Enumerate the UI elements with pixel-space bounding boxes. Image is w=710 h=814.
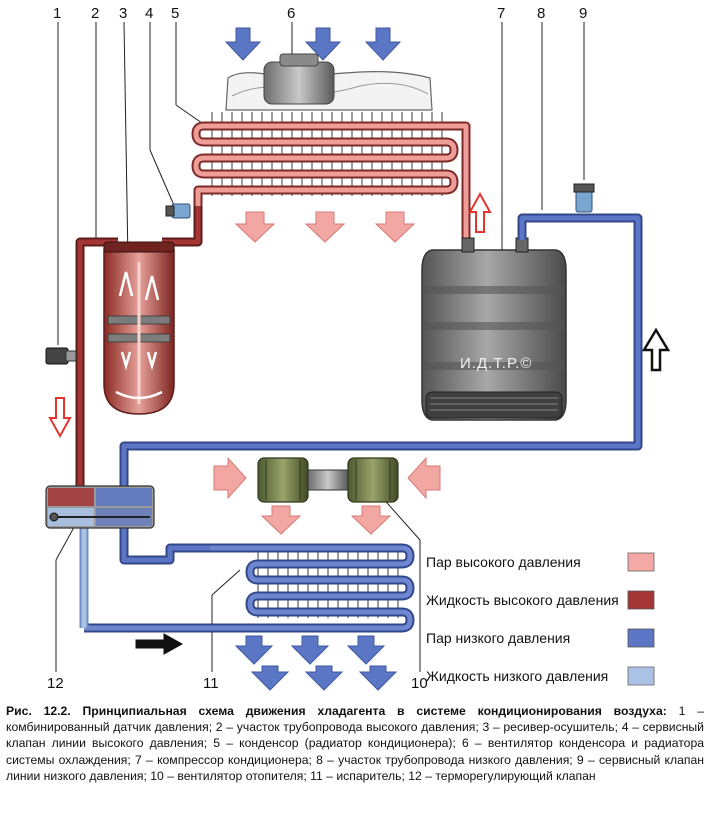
- legend-label-low-liquid: Жидкость низкого давления: [426, 668, 608, 684]
- callout-10: 10: [411, 675, 428, 692]
- expansion-valve: [45, 485, 155, 529]
- receiver-dryer: [103, 241, 175, 415]
- airflow-arrows-top: [224, 27, 402, 61]
- airflow-arrows-hot: [234, 211, 416, 243]
- airflow-arrows-cold: [234, 635, 398, 691]
- caption-title: Рис. 12.2. Принципиальная схема движения…: [6, 704, 667, 718]
- flow-arrow-right-black: [135, 633, 184, 655]
- refrigerant-flow-diagram: 1 2 3 4 5 6 7 8 9 10 11 12: [45, 5, 671, 692]
- evaporator: [84, 543, 415, 633]
- legend-swatch-high-liquid: [627, 590, 655, 610]
- legend-label-low-vapor: Пар низкого давления: [426, 630, 570, 646]
- callout-5: 5: [171, 5, 179, 22]
- callout-1: 1: [53, 5, 61, 22]
- watermark: И.Д.Т.Р.©: [460, 355, 532, 372]
- pressure-sensor: [45, 347, 77, 365]
- legend: Пар высокого давления Жидкость высокого …: [426, 552, 655, 686]
- callout-lines: [55, 21, 585, 672]
- callout-4: 4: [145, 5, 153, 22]
- low-pressure-vapor-line: [119, 213, 643, 565]
- condenser: [191, 112, 471, 245]
- callout-3: 3: [119, 5, 127, 22]
- caption-text: 1 – комбинированный датчик давления; 2 –…: [6, 704, 704, 783]
- legend-swatch-low-liquid: [627, 666, 655, 686]
- service-valve-low: [573, 183, 595, 213]
- flow-arrow-up-red: [468, 191, 492, 233]
- legend-label-high-liquid: Жидкость высокого давления: [426, 592, 619, 608]
- callout-8: 8: [537, 5, 545, 22]
- heater-fan: [213, 456, 441, 503]
- callout-7: 7: [497, 5, 505, 22]
- callout-2: 2: [91, 5, 99, 22]
- legend-swatch-low-vapor: [627, 628, 655, 648]
- flow-arrow-down-red: [48, 397, 72, 439]
- legend-swatch-high-vapor: [627, 552, 655, 572]
- condenser-fan: [225, 53, 433, 111]
- callout-9: 9: [579, 5, 587, 22]
- figure-caption: Рис. 12.2. Принципиальная схема движения…: [6, 703, 704, 784]
- service-valve-high: [165, 203, 191, 219]
- legend-label-high-vapor: Пар высокого давления: [426, 554, 581, 570]
- airflow-arrows-heater: [260, 505, 392, 535]
- callout-11: 11: [203, 675, 219, 692]
- flow-arrow-up-black: [641, 327, 671, 372]
- callout-6: 6: [287, 5, 295, 22]
- callout-12: 12: [47, 675, 64, 692]
- compressor: И.Д.Т.Р.©: [421, 237, 567, 421]
